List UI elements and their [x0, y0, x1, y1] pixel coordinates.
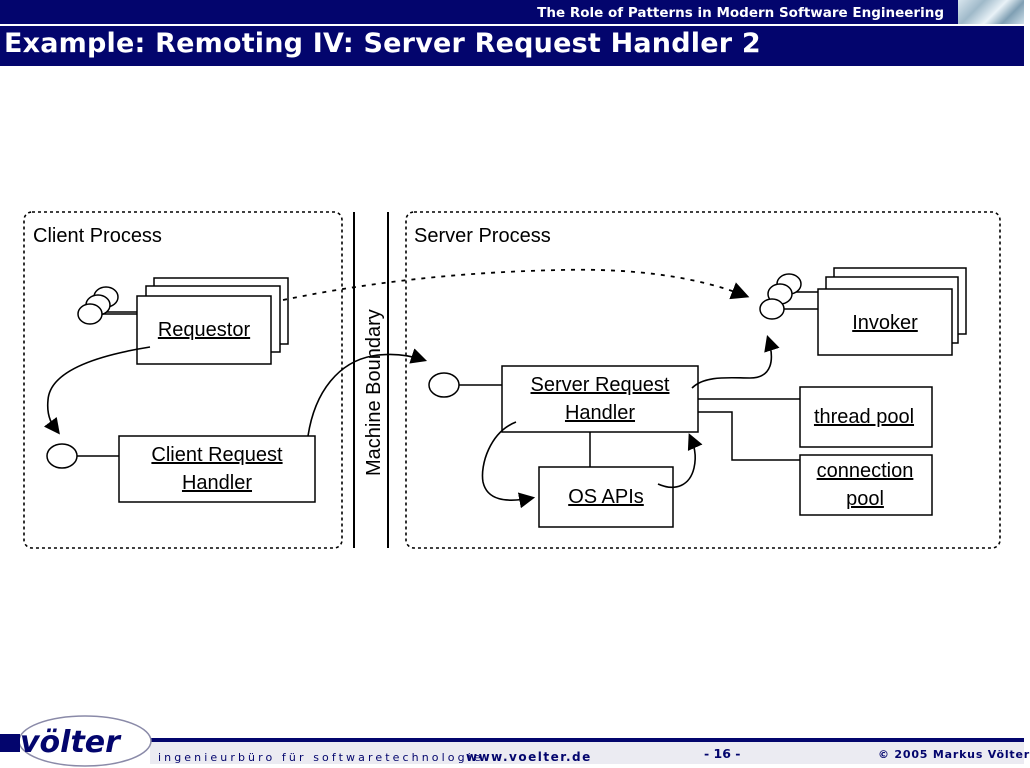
footer-website-link[interactable]: www.voelter.de: [466, 750, 592, 764]
connection-pool-label-1: connection: [817, 460, 914, 482]
requestor-box: [136, 295, 272, 365]
copyright-notice: © 2005 Markus Völter: [878, 748, 1030, 761]
server-request-handler-label-1: Server Request: [531, 374, 670, 396]
invoker-box: [817, 288, 953, 356]
thread-pool-box: [799, 386, 933, 448]
footer-tagline: ingenieurbüro für softwaretechnologie: [158, 751, 484, 764]
requestor-to-crh-arrow: [43, 346, 151, 435]
machine-boundary-label: Machine Boundary: [363, 309, 385, 476]
client-process-label: Client Process: [33, 225, 162, 247]
os-apis-label: OS APIs: [568, 486, 644, 508]
requestor-to-invoker-dashed-arrow: [282, 268, 750, 301]
svg-text:völter: völter: [20, 725, 122, 760]
server-request-handler-label-2: Handler: [565, 402, 635, 424]
srh-to-os-apis-arrow: [481, 421, 536, 509]
client-request-handler-label-1: Client Request: [151, 444, 283, 466]
thread-pool-label: thread pool: [814, 406, 914, 428]
course-title: The Role of Patterns in Modern Software …: [537, 5, 944, 21]
requestor-label: Requestor: [158, 319, 251, 341]
page-number: - 16 -: [704, 746, 741, 761]
client-request-handler-box: [118, 435, 316, 503]
server-request-handler-box: [501, 365, 699, 433]
crh-to-srh-arrow: [307, 348, 428, 437]
voelter-logo: völter: [0, 715, 152, 767]
client-request-handler-interface: [46, 443, 78, 469]
header-bar: [0, 0, 1024, 66]
slide-title: Example: Remoting IV: Server Request Han…: [4, 28, 761, 59]
footer: völter ingenieurbüro für softwaretechnol…: [0, 712, 1029, 768]
os-apis-box: [538, 466, 674, 528]
footer-divider: [150, 738, 1024, 742]
srh-to-invoker-arrow: [691, 334, 780, 389]
server-request-handler-interface: [428, 372, 460, 398]
footer-band: [150, 742, 1024, 764]
requestor-interface-front: [77, 303, 103, 325]
invoker-label: Invoker: [852, 312, 918, 334]
client-request-handler-label-2: Handler: [182, 472, 252, 494]
header-divider: [0, 24, 1024, 26]
connection-pool-box: [799, 454, 933, 516]
server-process-region: [405, 211, 1001, 549]
srh-connection-pool-connector: [698, 411, 800, 461]
client-process-region: [23, 211, 343, 549]
os-apis-to-srh-arrow: [657, 433, 703, 489]
header-photo-image: [958, 0, 1024, 24]
server-process-label: Server Process: [414, 225, 551, 247]
invoker-interface-front: [759, 298, 785, 320]
connection-pool-label-2: pool: [846, 488, 884, 510]
